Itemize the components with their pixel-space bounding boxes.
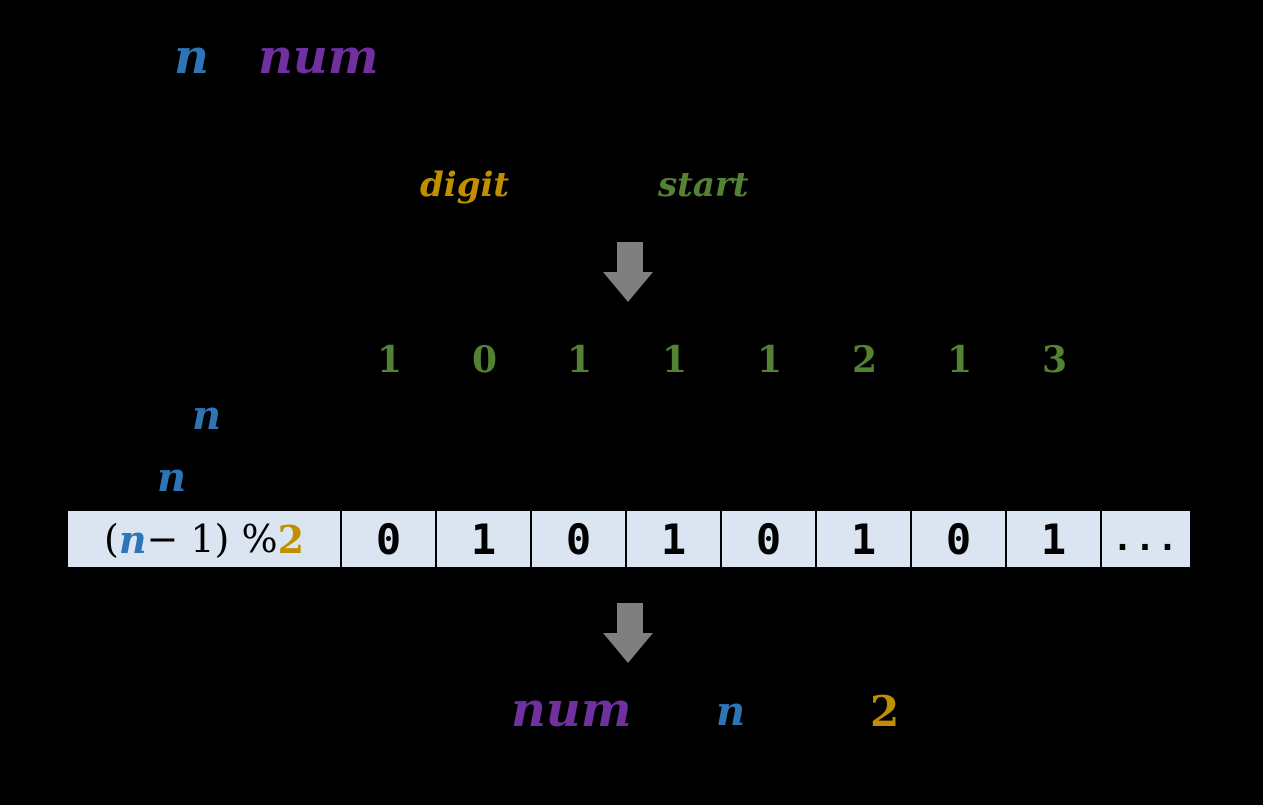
label-mod-2: 2 [277,516,305,562]
header-var-n: n [174,29,209,85]
index-table: (n − 1) % 2 0 1 0 1 0 1 0 1 ... [68,511,1190,567]
sequence-digit: 1 [946,339,973,381]
sequence-digit: 3 [1041,339,1068,381]
sequence-digit: 2 [851,339,878,381]
footer-var-n: n [716,688,746,735]
annotation-var-n-lower: n [157,454,187,501]
annotation-var-n-upper: n [192,392,222,439]
table-cell: 1 [817,511,910,567]
table-cell: 0 [342,511,435,567]
digit-sequence-row: 1 0 1 1 1 2 1 3 [342,342,1102,378]
table-cell: 0 [532,511,625,567]
table-cell: 0 [722,511,815,567]
sequence-digit: 1 [661,339,688,381]
table-cell: 1 [1007,511,1100,567]
sequence-digit: 1 [566,339,593,381]
table-cell: 1 [437,511,530,567]
footer-var-num: num [511,682,632,738]
sequence-digit: 1 [376,339,403,381]
var-start: start [658,165,749,205]
header-var-num: num [258,29,379,85]
table-label-cell: (n − 1) % 2 [68,511,340,567]
sequence-digit: 1 [756,339,783,381]
table-cell: 1 [627,511,720,567]
table-ellipsis-cell: ... [1102,511,1190,567]
sequence-digit: 0 [471,339,498,381]
table-cell: 0 [912,511,1005,567]
label-var-n: n [118,516,147,562]
var-digit: digit [420,165,510,205]
footer-literal-2: 2 [870,687,900,736]
label-mid: − 1) % [146,517,278,561]
label-open-paren: ( [103,517,119,561]
